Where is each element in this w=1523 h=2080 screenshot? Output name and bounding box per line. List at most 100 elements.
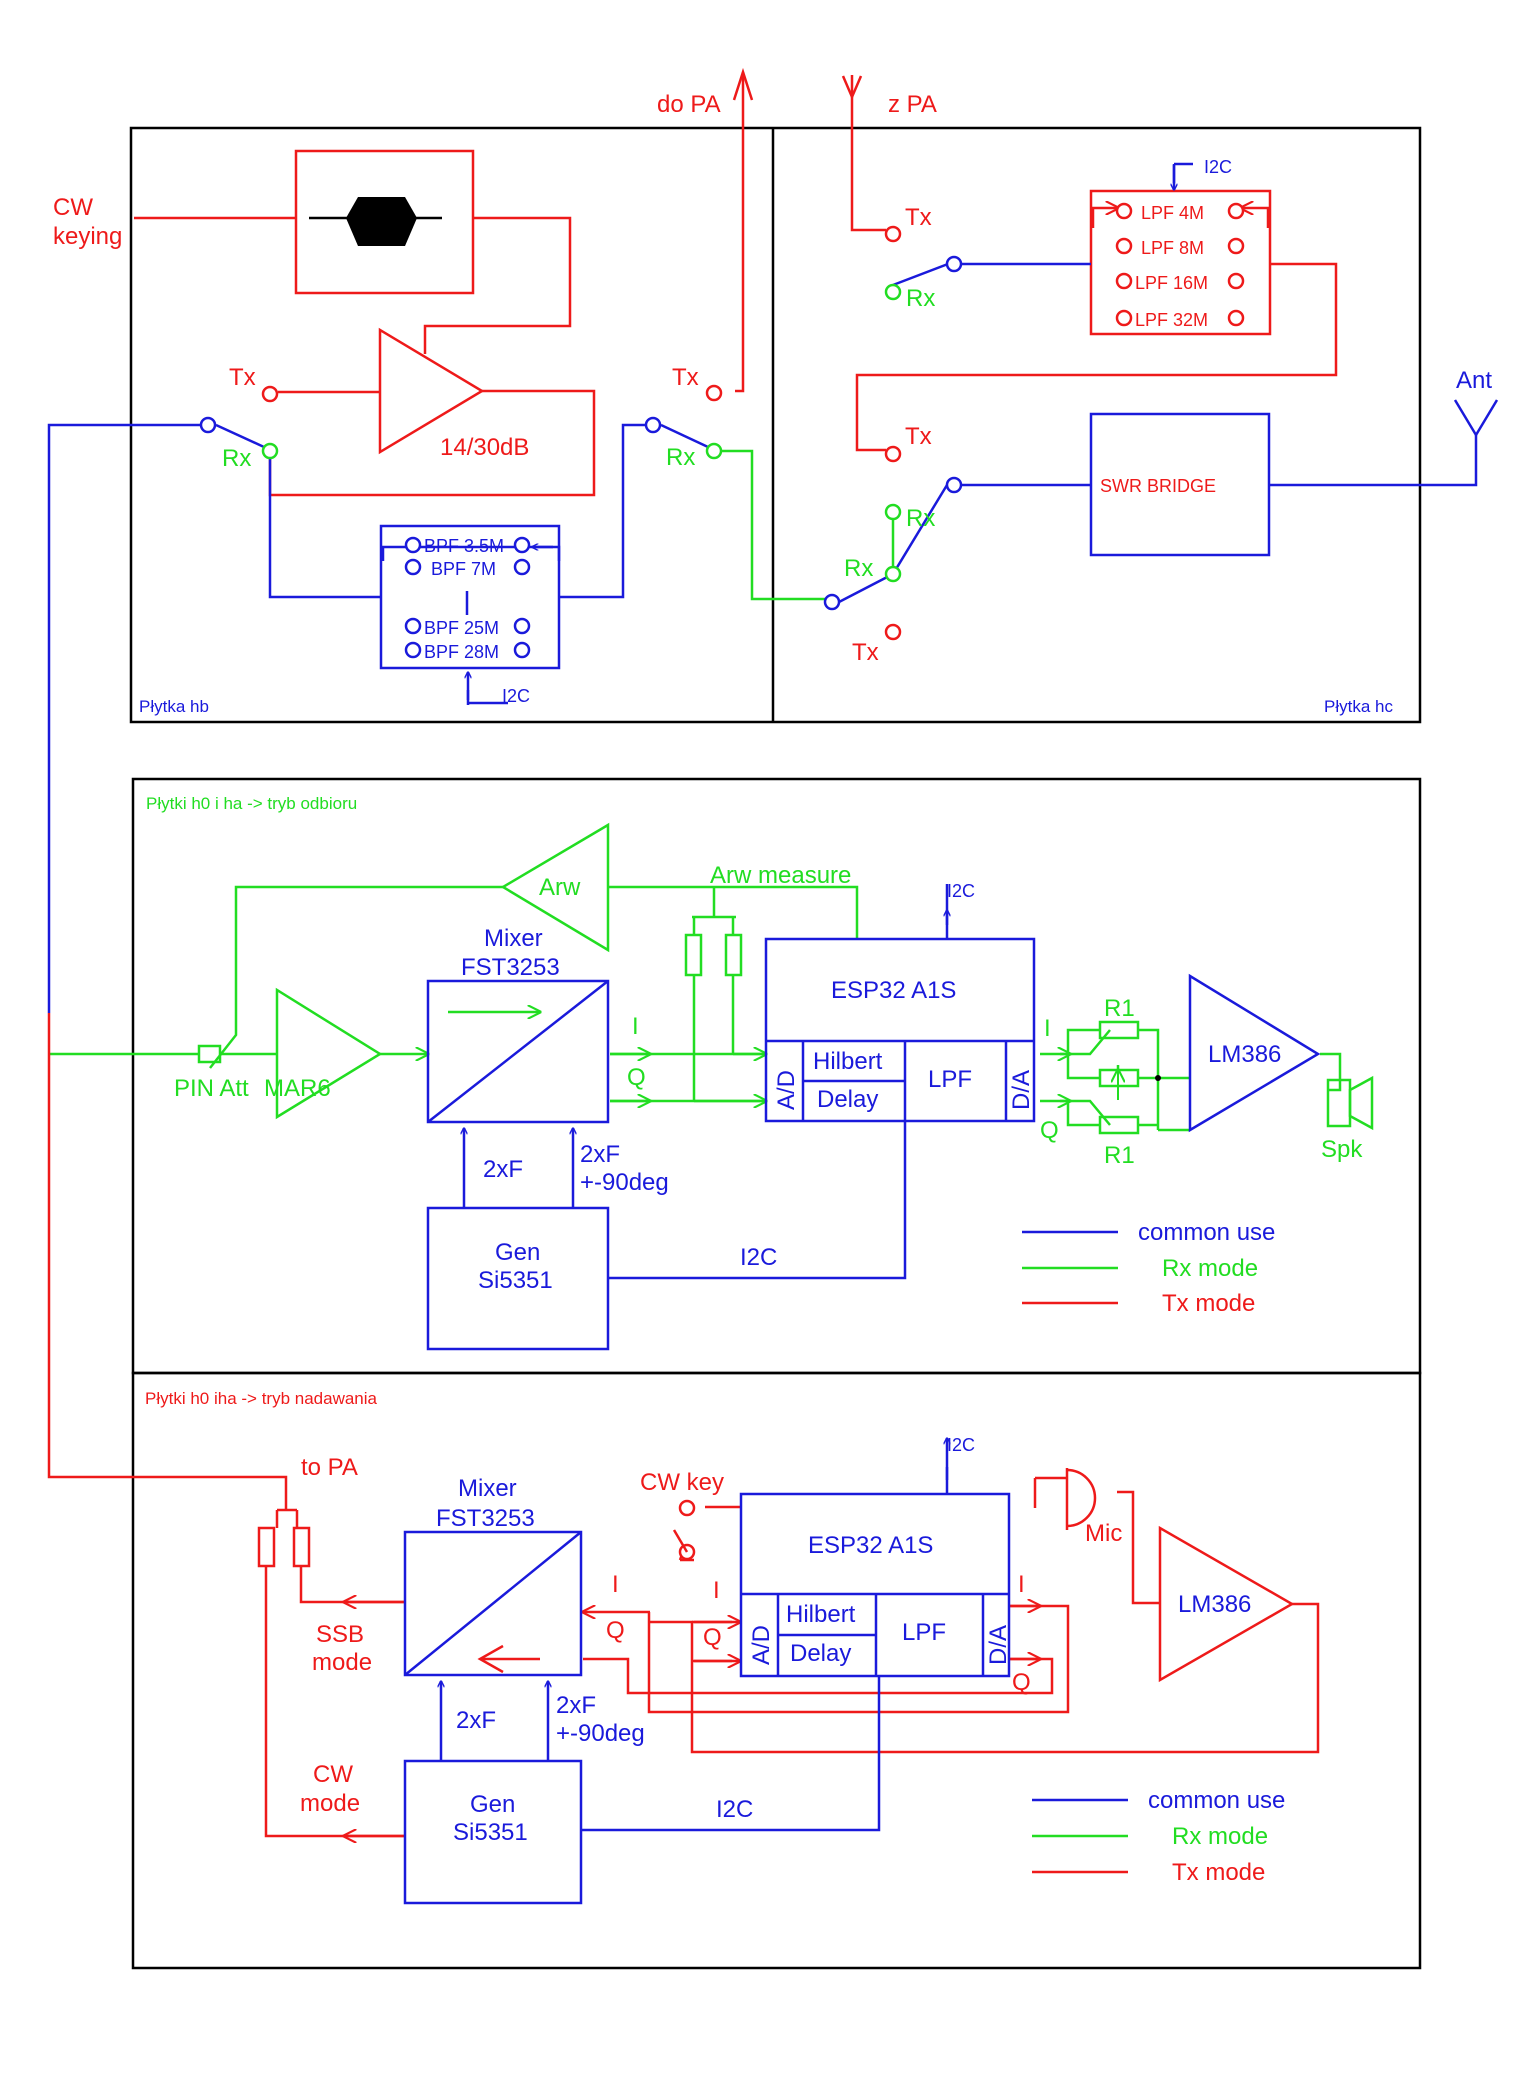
mar6-amplifier — [275, 987, 383, 1120]
tx-da-label: D/A — [985, 1625, 1012, 1665]
board-hb-label: Płytka hb — [139, 697, 209, 716]
rx-2xf-label: 2xF — [483, 1156, 523, 1183]
rx-lpf-label: LPF — [928, 1066, 972, 1093]
rx-mixer-label-line1: Mixer — [484, 925, 543, 952]
rx-lm386-amplifier — [1188, 973, 1321, 1133]
tx-hilbert-label: Hilbert — [786, 1601, 856, 1628]
cw-oscillator-box — [294, 149, 475, 295]
bpf-label-1: BPF 3.5M — [424, 536, 504, 556]
lpf-label-2: LPF 8M — [1141, 238, 1204, 258]
do-pa-label: do PA — [657, 91, 721, 118]
i2c-label-bpf: I2C — [502, 686, 530, 706]
rx-i-label-out: I — [1044, 1015, 1051, 1042]
rx-ad-label: A/D — [773, 1070, 800, 1110]
r1-label-bottom: R1 — [1104, 1142, 1135, 1169]
tx-i-label-da: I — [1018, 1571, 1025, 1598]
tx-label-hc3: Tx — [852, 639, 879, 666]
tx-label-hc1: Tx — [905, 204, 932, 231]
cw-keying-label-line1: CW — [53, 194, 93, 221]
legend-tx-label-tx: Tx mode — [1172, 1859, 1265, 1886]
tx-q-label-da: Q — [1012, 1669, 1031, 1696]
rx-2xf90-label-line2: +-90deg — [580, 1169, 669, 1196]
swr-bridge-label: SWR BRIDGE — [1100, 476, 1216, 496]
speaker-label: Spk — [1321, 1136, 1363, 1163]
mar6-label: MAR6 — [264, 1075, 331, 1102]
rx-da-label: D/A — [1008, 1070, 1035, 1110]
tx-2xf90-label-line1: 2xF — [556, 1692, 596, 1719]
pin-att-label: PIN Att — [174, 1075, 249, 1102]
lpf-label-3: LPF 16M — [1135, 273, 1208, 293]
arw-measure-label: Arw measure — [710, 862, 851, 889]
tx-panel-title: Płytki h0 iha -> tryb nadawania — [145, 1389, 378, 1408]
cw-mode-label-line1: CW — [313, 1761, 353, 1788]
rx-esp32-box — [764, 937, 1036, 1123]
bpf-selector-contacts — [404, 536, 531, 659]
rx-gen-label-line1: Gen — [495, 1239, 540, 1266]
lpf-bank-box — [1089, 189, 1272, 336]
tx-panel: Płytki h0 iha -> tryb nadawania — [47, 1013, 1320, 1905]
rx-label-hb1: Rx — [222, 445, 251, 472]
tx-gen-label-line1: Gen — [470, 1791, 515, 1818]
tx-lm386-label: LM386 — [1178, 1591, 1251, 1618]
rx-mixer-box — [426, 979, 610, 1124]
lpf-label-1: LPF 4M — [1141, 203, 1204, 223]
r1-label-top: R1 — [1104, 995, 1135, 1022]
cw-mode-label-line2: mode — [300, 1790, 360, 1817]
rx-label-hb2: Rx — [666, 444, 695, 471]
rx-legend: common use Rx mode Tx mode — [1022, 1219, 1275, 1317]
ant-label: Ant — [1456, 367, 1492, 394]
board-hc: z PA Tx Rx I2C LPF 4M LPF 8M LPF 16M LPF… — [823, 75, 1499, 716]
rx-esp32-label: ESP32 A1S — [831, 977, 956, 1004]
legend-common-label: common use — [1138, 1219, 1275, 1246]
tx-lpf-label: LPF — [902, 1619, 946, 1646]
arw-label: Arw — [539, 874, 581, 901]
tx-i-label-mixer: I — [612, 1571, 619, 1598]
tx-legend: common use Rx mode Tx mode — [1032, 1787, 1285, 1886]
board-hb: CW keying Tx Rx 14/30dB Tx Rx do PA BPF … — [47, 67, 826, 1013]
panel-frames — [129, 126, 1422, 1970]
tx-q-label-mixer: Q — [606, 1617, 625, 1644]
i2c-label-lpf: I2C — [1204, 157, 1232, 177]
ssb-mode-label-line1: SSB — [316, 1621, 364, 1648]
legend-rx-label: Rx mode — [1162, 1255, 1258, 1282]
lpf-label-4: LPF 32M — [1135, 310, 1208, 330]
to-pa-label: to PA — [301, 1454, 358, 1481]
do-pa-arrow — [732, 67, 754, 101]
cw-key-label: CW key — [640, 1469, 724, 1496]
rx-lm386-label: LM386 — [1208, 1041, 1281, 1068]
bpf-label-4: BPF 28M — [424, 642, 499, 662]
tx-gen-label-line2: Si5351 — [453, 1819, 528, 1846]
tx-label-hb2: Tx — [672, 364, 699, 391]
tx-2xf-label: 2xF — [456, 1707, 496, 1734]
tx-esp-i2c-label: I2C — [947, 1435, 975, 1455]
mic-label: Mic — [1085, 1520, 1122, 1547]
board-hc-label: Płytka hc — [1324, 697, 1393, 716]
z-pa-arrow — [841, 75, 863, 101]
tx-ad-label: A/D — [748, 1625, 775, 1665]
rx-panel-title: Płytki h0 i ha -> tryb odbioru — [146, 794, 357, 813]
bpf-label-2: BPF 7M — [431, 559, 496, 579]
legend-tx-label: Tx mode — [1162, 1290, 1255, 1317]
rx-label-hc1: Rx — [906, 285, 935, 312]
rx-esp-i2c-label: I2C — [947, 881, 975, 901]
tx-label-hc2: Tx — [905, 423, 932, 450]
legend-rx-label-tx: Rx mode — [1172, 1823, 1268, 1850]
rx-q-label-out: Q — [1040, 1117, 1059, 1144]
crystal-icon — [309, 197, 442, 246]
tx-mixer-label-line2: FST3253 — [436, 1505, 535, 1532]
tx-mixer-label-line1: Mixer — [458, 1475, 517, 1502]
tx-label-hb1: Tx — [229, 364, 256, 391]
tx-delay-label: Delay — [790, 1640, 851, 1667]
tx-q-label-ad: Q — [703, 1624, 722, 1651]
legend-common-label-tx: common use — [1148, 1787, 1285, 1814]
rx-q-label-in: Q — [627, 1064, 646, 1091]
rx-panel: Płytki h0 i ha -> tryb odbioru — [49, 794, 1374, 1351]
tx-2xf90-label-line2: +-90deg — [556, 1720, 645, 1747]
tx-i2c-label: I2C — [716, 1796, 753, 1823]
tx-i-label-ad: I — [713, 1577, 720, 1604]
rx-i-label-in: I — [632, 1013, 639, 1040]
tx-gen-box — [403, 1759, 583, 1905]
cw-keying-label-line2: keying — [53, 223, 122, 250]
rx-i2c-label: I2C — [740, 1244, 777, 1271]
